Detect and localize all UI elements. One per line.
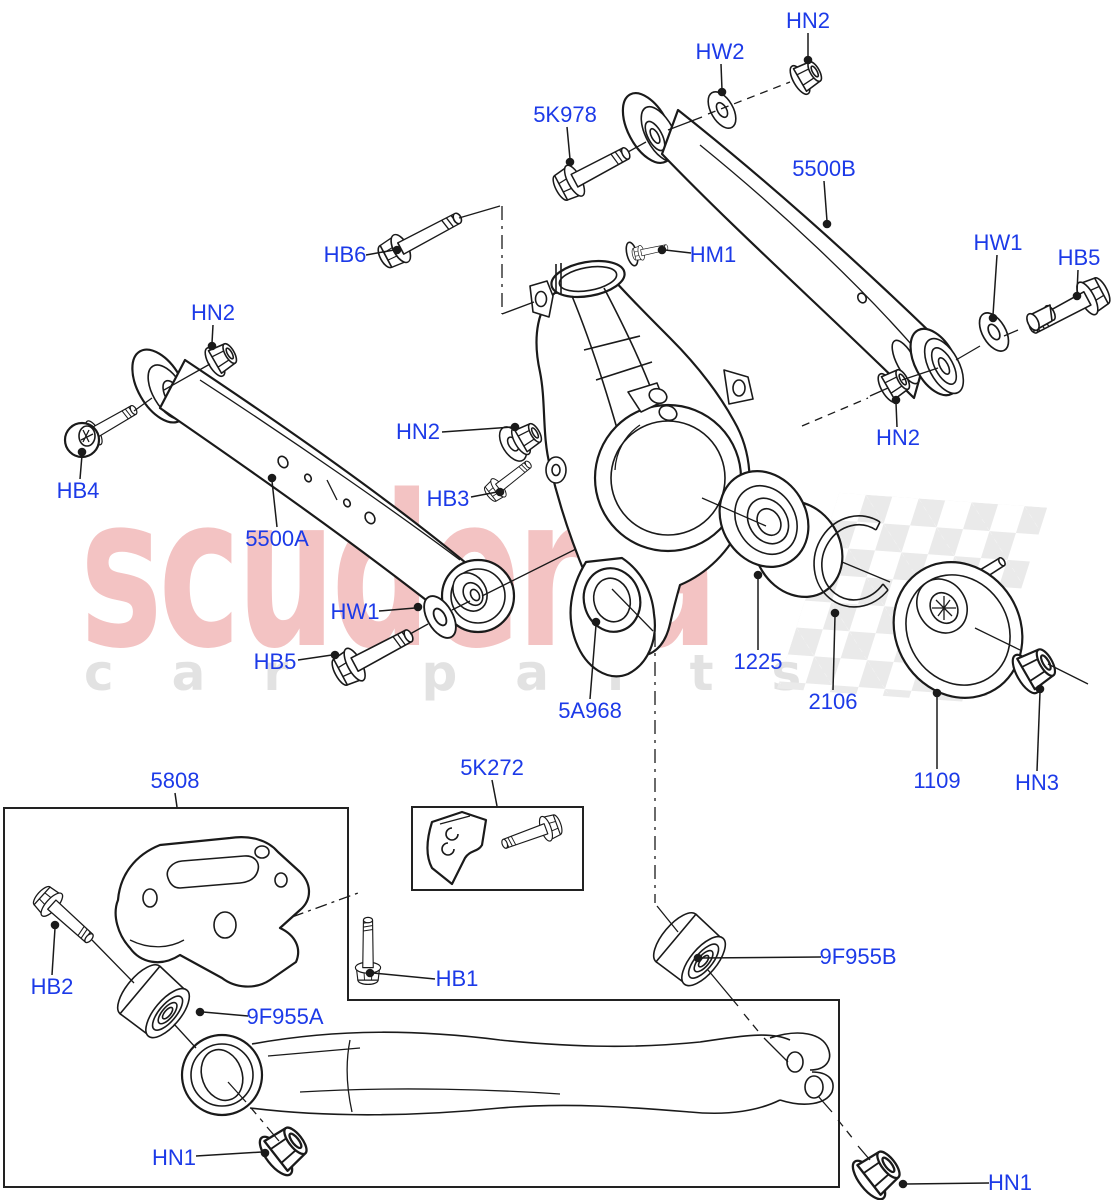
- part-label-5k272-22: 5K272: [460, 755, 524, 780]
- part-label-hn2-0: HN2: [785, 8, 831, 33]
- part-label-hb3-12: HB3: [426, 486, 470, 511]
- sleeve-spacer: [1026, 304, 1056, 332]
- part-label-2106-17: 2106: [808, 689, 858, 714]
- bolt-hb4: [63, 396, 144, 459]
- part-label-hb2-23: HB2: [30, 974, 74, 999]
- part-label-hn2-9: HN2: [875, 425, 921, 450]
- part-label-9f955b-26: 9F955B: [819, 944, 897, 969]
- upper-lateral-arm: [621, 92, 965, 400]
- part-label-hb5-15: HB5: [253, 649, 297, 674]
- leader-lines: [50, 33, 1082, 1189]
- part-label-hn3-20: HN3: [1014, 770, 1060, 795]
- part-label-9f955a-24: 9F955A: [246, 1004, 324, 1029]
- bracket-plate: [114, 836, 311, 988]
- part-label-hw1-4: HW1: [973, 230, 1023, 255]
- part-label-hm1-7: HM1: [689, 242, 737, 267]
- lower-lateral-arm: [131, 348, 516, 634]
- wheel-hub: [892, 555, 1024, 699]
- part-label-1109-19: 1109: [913, 768, 961, 793]
- watermark-sub-text: car parts: [84, 644, 860, 702]
- part-label-5500b-3: 5500B: [792, 156, 856, 181]
- repair-kit-bracket: [426, 810, 488, 886]
- group-box-5k272: [411, 806, 584, 891]
- bolt-hm1: [625, 239, 670, 267]
- part-label-hn2-8: HN2: [190, 300, 236, 325]
- part-label-hn1-27: HN1: [151, 1145, 197, 1170]
- part-label-hb6-6: HB6: [323, 242, 367, 267]
- wheel-bearing: [718, 470, 844, 598]
- part-label-hb5-5: HB5: [1057, 245, 1101, 270]
- part-label-hw2-1: HW2: [695, 39, 745, 64]
- part-label-5808-21: 5808: [150, 768, 200, 793]
- part-label-1225-16: 1225: [733, 649, 783, 674]
- part-label-hn2-10: HN2: [395, 419, 441, 444]
- part-label-5500a-13: 5500A: [245, 526, 309, 551]
- wheel-knuckle: [529, 259, 754, 678]
- group-box-5808: [3, 807, 840, 1188]
- part-label-hn1-28: HN1: [987, 1170, 1033, 1195]
- part-label-hb1-25: HB1: [435, 966, 479, 991]
- part-label-5k978-2: 5K978: [533, 102, 597, 127]
- snap-ring: [813, 515, 889, 608]
- assembly-axis-lines: [91, 81, 1089, 1161]
- part-label-hb4-11: HB4: [56, 478, 100, 503]
- part-label-hw1-14: HW1: [330, 599, 380, 624]
- part-label-5a968-18: 5A968: [558, 698, 622, 723]
